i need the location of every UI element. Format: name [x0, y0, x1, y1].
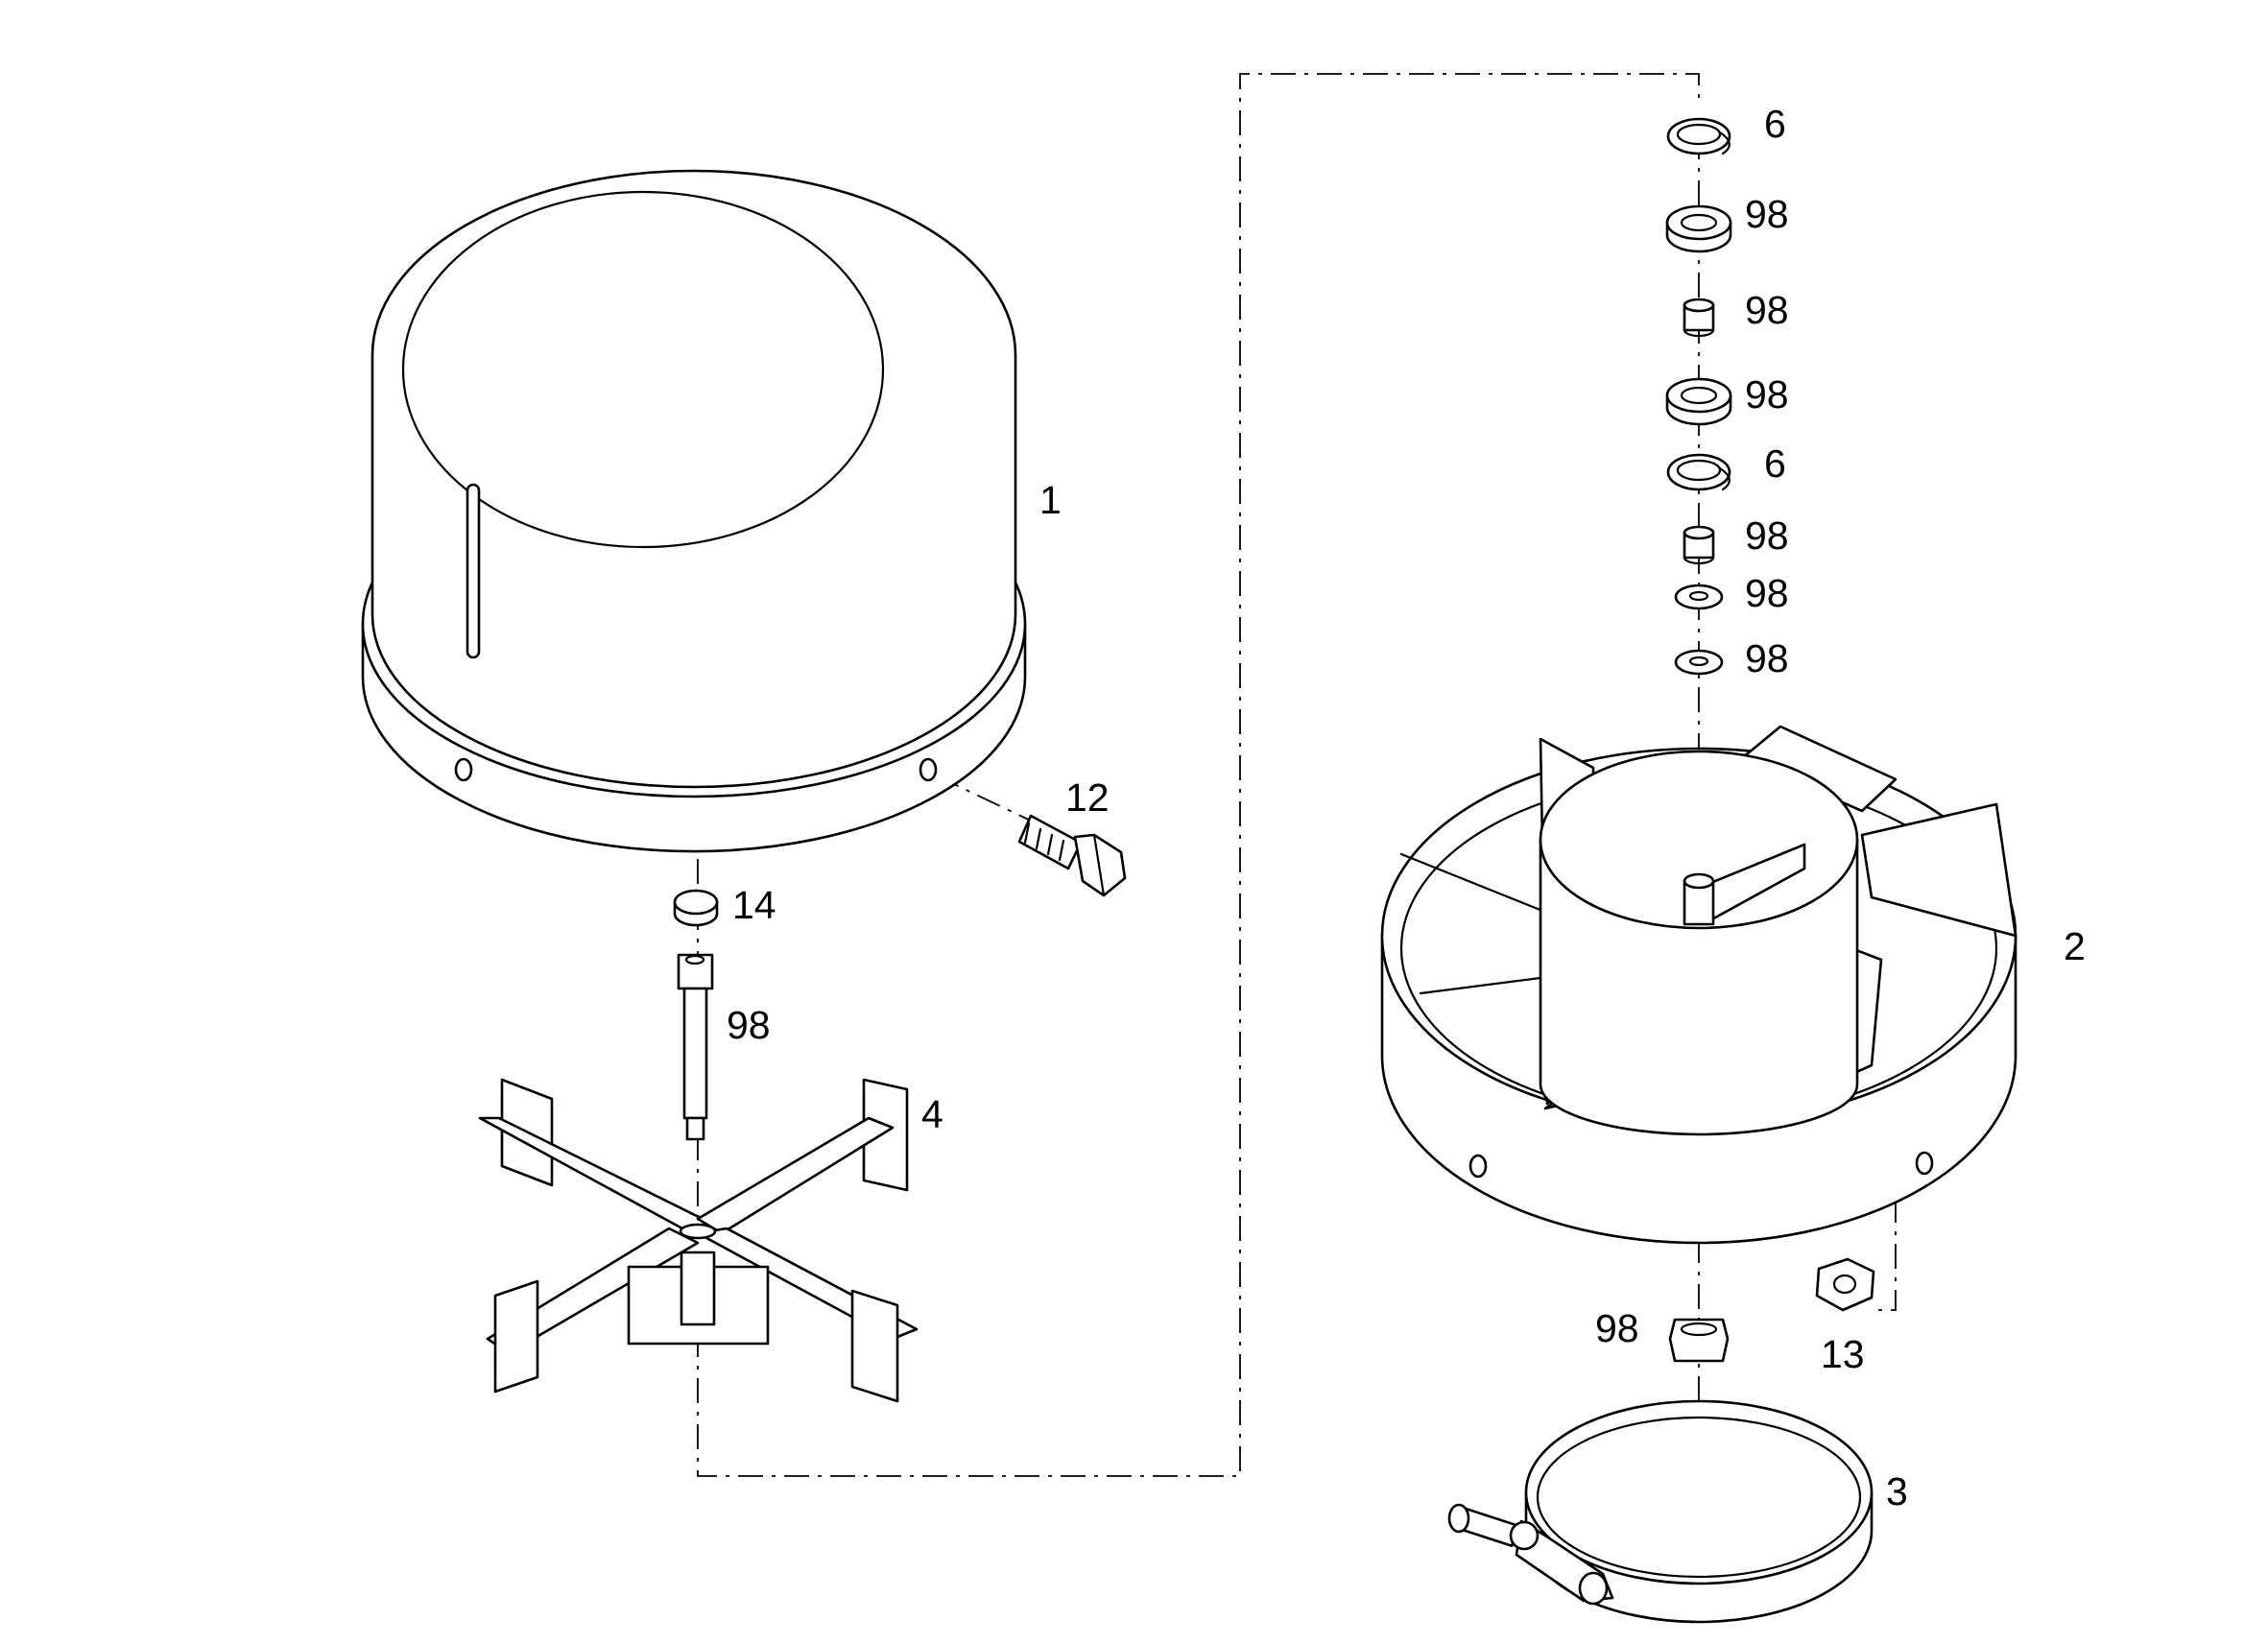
part-2-impeller [1380, 725, 2017, 1245]
shaft-socket [684, 954, 705, 965]
bolt-thread [1046, 833, 1054, 856]
callout-14: 14 [732, 883, 776, 927]
bolt-hex-edge [1092, 833, 1106, 897]
agitator-hub [679, 1223, 717, 1240]
callout-98-washer-a: 98 [1745, 571, 1789, 615]
callout-98-washer-b: 98 [1745, 636, 1789, 680]
hex-nut-98 [1668, 1318, 1730, 1363]
shaft-body [682, 987, 708, 1120]
washer-98-a [1674, 584, 1724, 610]
part-13-nut [1815, 1257, 1875, 1312]
shaft-head [677, 953, 714, 990]
spacer-98-a [1683, 298, 1715, 338]
vane-blade-line [1399, 852, 1559, 918]
impeller-hole-right [1915, 1151, 1934, 1176]
agitator-sleeve [680, 1251, 716, 1326]
callout-2: 2 [2064, 924, 2086, 968]
bearing-98-a [1665, 204, 1732, 253]
cover-hole-right [919, 757, 938, 782]
callout-98-spacer-a: 98 [1745, 288, 1789, 332]
shaft-pin [677, 953, 714, 1141]
callout-12: 12 [1065, 775, 1110, 820]
part-4-agitator [478, 1078, 919, 1403]
washer-98-b [1674, 649, 1724, 676]
callout-98-spacer-b: 98 [1745, 513, 1789, 558]
nut-axis-line [1876, 1152, 1897, 1311]
clamp-screw-end [1447, 1503, 1470, 1534]
bolt-thread [1035, 827, 1042, 850]
parts-stack [1665, 117, 1732, 676]
callout-labels: 1 12 14 98 4 6 98 98 98 6 98 98 98 2 98 … [727, 102, 2086, 1513]
part-6-circlip-bottom [1666, 453, 1731, 491]
cover-slot [466, 483, 481, 659]
part-1-cover [361, 169, 1027, 853]
callout-1: 1 [1039, 478, 1062, 522]
callout-13: 13 [1821, 1332, 1865, 1376]
cap-top [673, 889, 719, 916]
part-12-bolt [1017, 814, 1127, 897]
callout-98-shaft: 98 [727, 1003, 771, 1047]
clamp-pivot-rear [1578, 1571, 1609, 1606]
part-3-clamp [1447, 1399, 1874, 1624]
vane-outer-right [1860, 802, 2017, 938]
clamp-band-inner [1536, 1416, 1862, 1579]
callout-6-bottom: 6 [1764, 441, 1786, 486]
center-connector-line [697, 73, 1700, 1477]
arm-back-left [478, 1116, 714, 1235]
shaft-tip [685, 1116, 705, 1141]
callout-98-bearing-b: 98 [1745, 372, 1789, 417]
blade-front-right [850, 1289, 899, 1403]
callout-98-bearing-a: 98 [1745, 192, 1789, 236]
callout-3: 3 [1886, 1469, 1908, 1513]
bearing-98-b [1665, 377, 1732, 426]
impeller-hub-top [1683, 872, 1715, 890]
blade-front-left [493, 1279, 539, 1394]
cover-top-rim [401, 190, 885, 549]
clamp-band-top [1524, 1399, 1874, 1585]
callout-98-nut: 98 [1595, 1306, 1639, 1350]
callout-6-top: 6 [1764, 102, 1786, 146]
bolt-thread [1023, 822, 1031, 845]
callout-4: 4 [921, 1092, 943, 1136]
impeller-hole-left [1468, 1154, 1488, 1179]
bolt-thread [1058, 839, 1065, 862]
clamp-pivot [1509, 1520, 1540, 1551]
part-6-circlip-top [1666, 117, 1731, 155]
part-14-cap [673, 889, 719, 927]
spacer-98-b [1683, 525, 1715, 565]
cover-body [370, 169, 1017, 789]
cover-hole-left [454, 757, 473, 782]
